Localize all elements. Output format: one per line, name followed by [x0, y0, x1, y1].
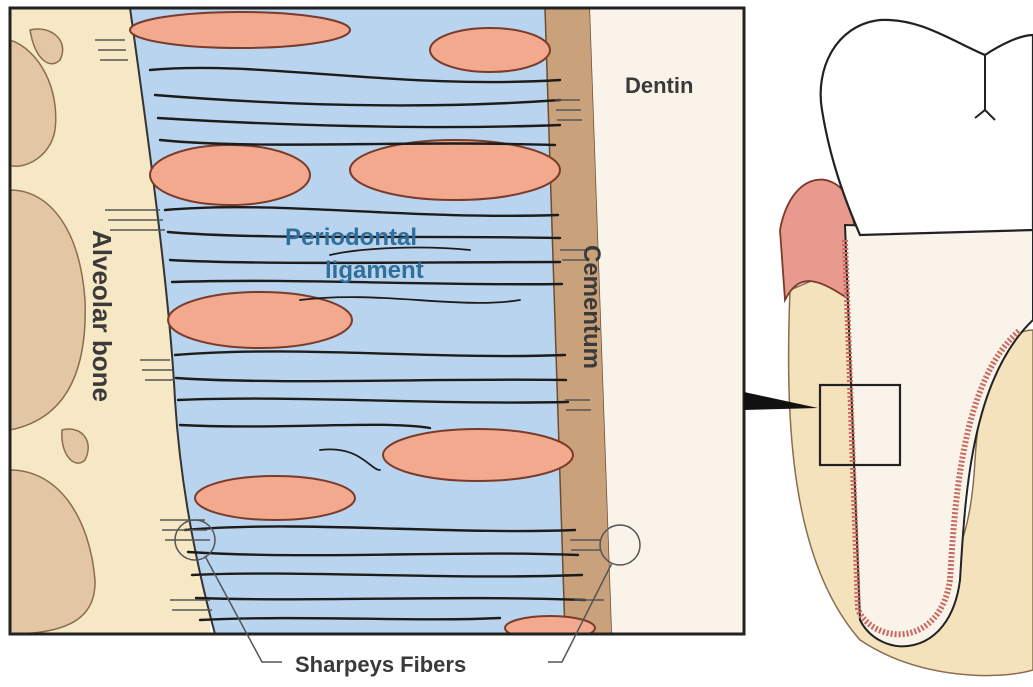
- periodontal-ligament-label-line2: ligament: [325, 257, 424, 284]
- alveolar-bone-label: Alveolar bone: [87, 230, 117, 402]
- sharpeys-fibers-label: Sharpeys Fibers: [295, 652, 466, 677]
- tooth-diagram: [744, 20, 1033, 676]
- cementum-label: Cementum: [578, 245, 605, 369]
- dentin-label: Dentin: [625, 73, 693, 98]
- detail-panel: [10, 8, 744, 640]
- tooth-crown: [821, 20, 1033, 235]
- periodontal-ligament-label-line1: Periodontal: [285, 224, 417, 251]
- dentin-region: [590, 8, 744, 634]
